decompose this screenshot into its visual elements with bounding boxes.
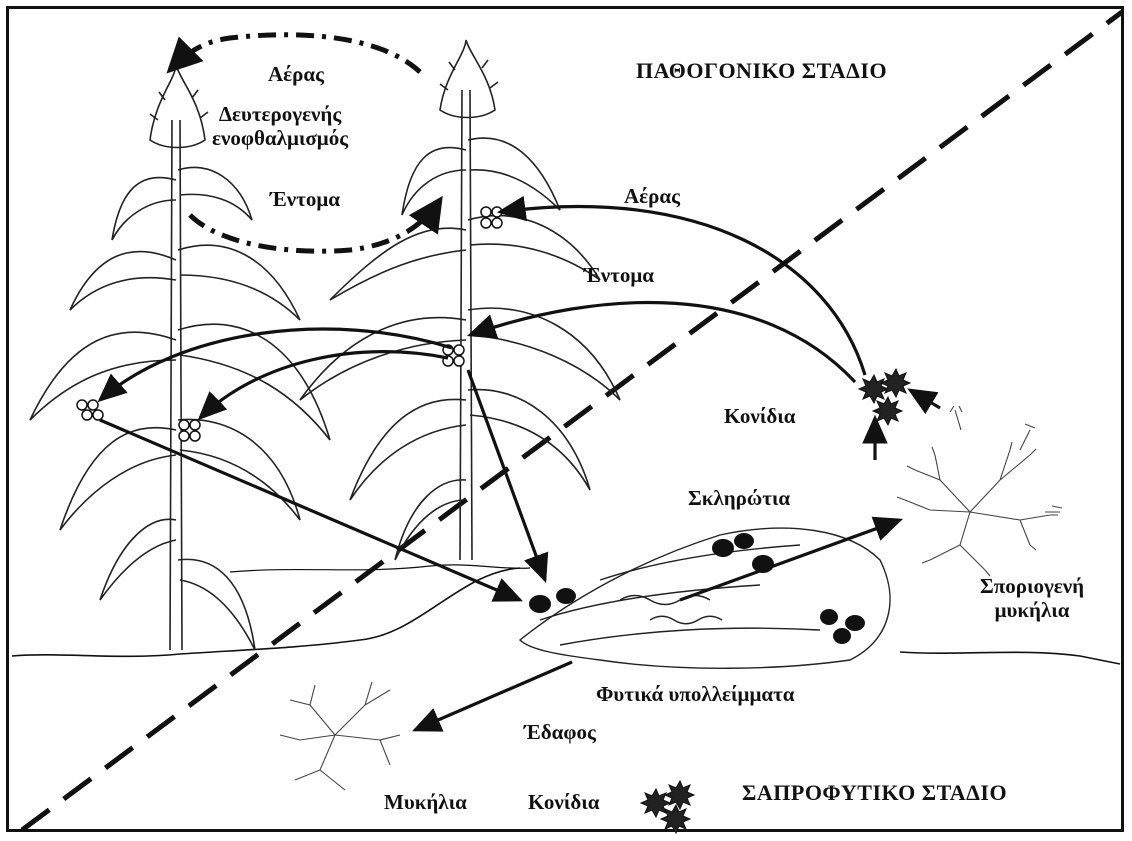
sporogenic-mycelia-drawing xyxy=(897,406,1062,576)
mycelia-drawing xyxy=(280,682,400,790)
air-label-right: Αέρας xyxy=(624,184,680,208)
sclerotia-label: Σκληρώτια xyxy=(688,486,790,510)
secondary-inoculation-label: Δευτερογενής ενοφθαλμισμός xyxy=(212,102,348,150)
secondary-inoculation-line1: Δευτερογενής xyxy=(212,102,348,126)
soil-label: Έδαφος xyxy=(524,720,596,744)
plant-debris-label: Φυτικά υπολλείμματα xyxy=(596,682,794,706)
sporogenic-mycelia-line2: μυκήλια xyxy=(980,598,1084,622)
sporogenic-mycelia-label: Σποριογενή μυκήλια xyxy=(980,574,1084,622)
secondary-inoculation-line2: ενοφθαλμισμός xyxy=(212,126,348,150)
left-maize-plant xyxy=(30,65,330,650)
mycelia-label: Μυκήλια xyxy=(384,790,467,814)
sporogenic-mycelia-line1: Σποριογενή xyxy=(980,574,1084,598)
insects-label-left: Έντομα xyxy=(270,187,340,211)
conidia-cluster-upper xyxy=(859,369,910,425)
conidia-cluster-lower xyxy=(641,781,694,833)
infection-sites xyxy=(77,207,502,441)
conidia-label-lower: Κονίδια xyxy=(528,790,599,814)
pathogenic-stage-label: ΠΑΘΟΓΟΝΙΚΟ ΣΤΑΔΙΟ xyxy=(636,58,887,83)
insects-label-right: Έντομα xyxy=(584,263,654,287)
ground-line xyxy=(12,568,1120,664)
saprophytic-stage-label: ΣΑΠΡΟΦΥΤΙΚΟ ΣΤΑΔΙΟ xyxy=(742,780,1007,805)
conidia-label-upper: Κονίδια xyxy=(724,404,795,428)
air-label-top: Αέρας xyxy=(268,62,324,86)
